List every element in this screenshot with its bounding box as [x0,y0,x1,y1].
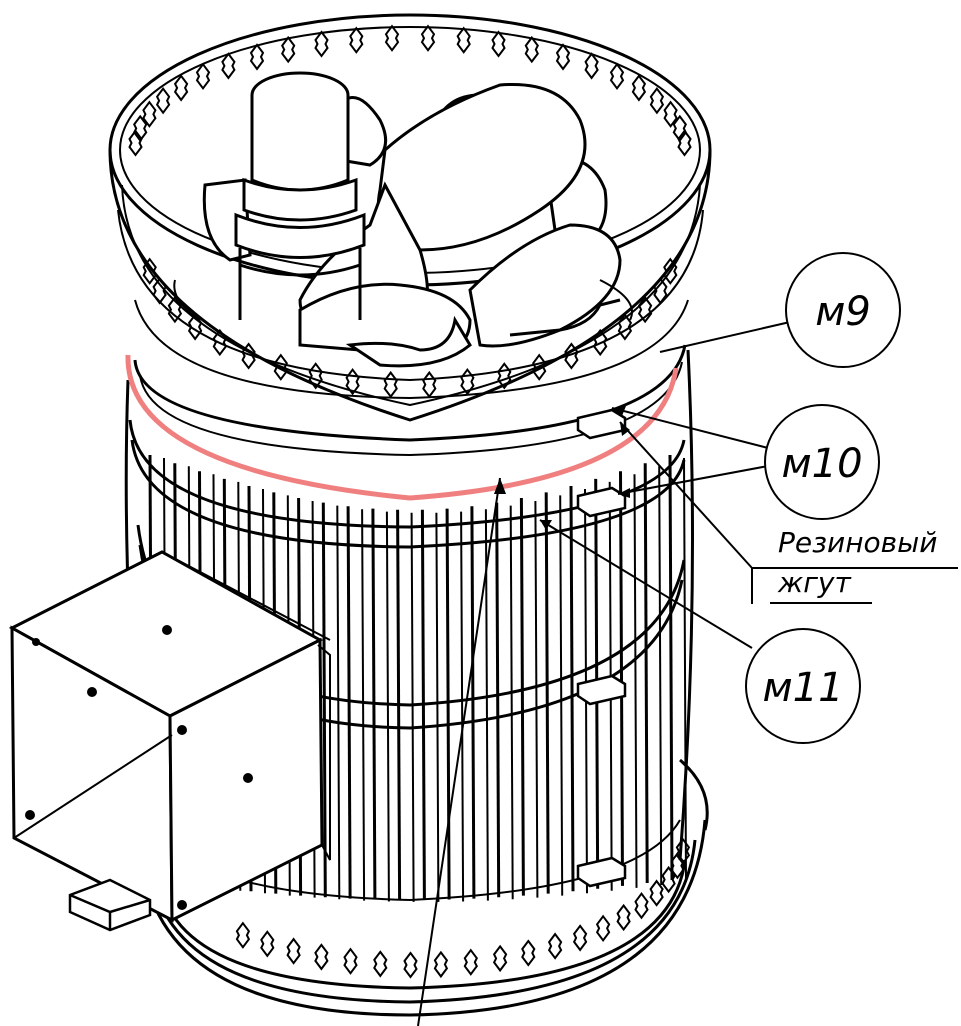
perforation-hole [649,87,664,114]
stave-edge [435,512,440,902]
leader-lines [417,321,958,1026]
stave-edge [559,495,564,896]
perforation-hole [349,27,364,54]
stave [470,506,476,899]
perforation-hole [281,36,296,63]
perforation-hole [422,371,437,398]
perforation-hole [463,949,478,976]
perforation-hole [493,945,508,972]
perforation-hole [556,43,570,70]
perforation-hole [631,74,646,101]
stave-edge [460,511,465,902]
stave [346,506,352,899]
perforation-hole [584,52,599,79]
stones-and-chimney [173,71,633,368]
stave [643,463,649,884]
stave-edge [633,474,638,888]
stave [321,502,327,898]
stave-edge [534,500,539,898]
perforation-hole [235,922,250,949]
callout-m11-text: м11 [762,665,843,711]
callout-m10: м10 [764,404,880,520]
callout-m9: м9 [785,252,901,368]
perforation-hole [456,27,471,54]
stave [371,508,377,900]
stave [420,509,426,900]
stave [519,497,525,896]
stave-edge [336,505,341,900]
perforation-hole [524,36,539,63]
perforation-hole [383,371,398,398]
perforation-hole [521,940,536,966]
perforation-hole [433,951,448,978]
perforation-hole [421,25,435,52]
perforation-hole [403,952,418,978]
stave-edge [361,509,366,901]
stave [668,454,674,881]
perforation-hole [610,63,624,90]
side-box [8,550,331,923]
perforation-hole [548,933,563,960]
callout-m10-text: м10 [781,441,862,487]
perforation-hole [314,943,329,970]
callout-m9-text: м9 [815,289,871,335]
bottom-bracket [68,878,152,932]
label-line2: жгут [777,566,852,599]
stave-edge [410,512,415,902]
perforation-hole [373,950,388,977]
leader-arrowheads [494,406,630,530]
rubber-band [125,354,679,501]
label-line1: Резиновый [778,526,937,559]
perforation-hole [156,87,171,114]
spacer-blocks [576,408,627,888]
perforation-hole [260,930,275,957]
perforation-hole [196,63,210,90]
perforation-hole [385,25,399,52]
stave [396,509,402,900]
stave [544,492,550,894]
stave [569,485,575,892]
perforation-hole [596,915,611,942]
perforation-hole [491,31,506,57]
perforation-hole [616,904,631,931]
perforation-hole [174,74,189,101]
perforation-hole [286,938,301,965]
stave-edge [683,457,687,883]
stave-edge [658,466,663,886]
box-bolts [25,625,253,910]
perforation-hole [250,43,264,70]
perforation-hole [314,31,329,57]
stave [445,508,451,900]
callout-m11: м11 [745,628,861,744]
stave [619,471,624,886]
stave-edge [385,511,390,902]
perforation-hole [573,924,588,951]
perforation-hole [634,892,649,919]
perforation-hole [221,52,236,79]
stave [495,502,501,898]
perforation-hole [343,948,358,975]
stave-edge [509,505,514,900]
